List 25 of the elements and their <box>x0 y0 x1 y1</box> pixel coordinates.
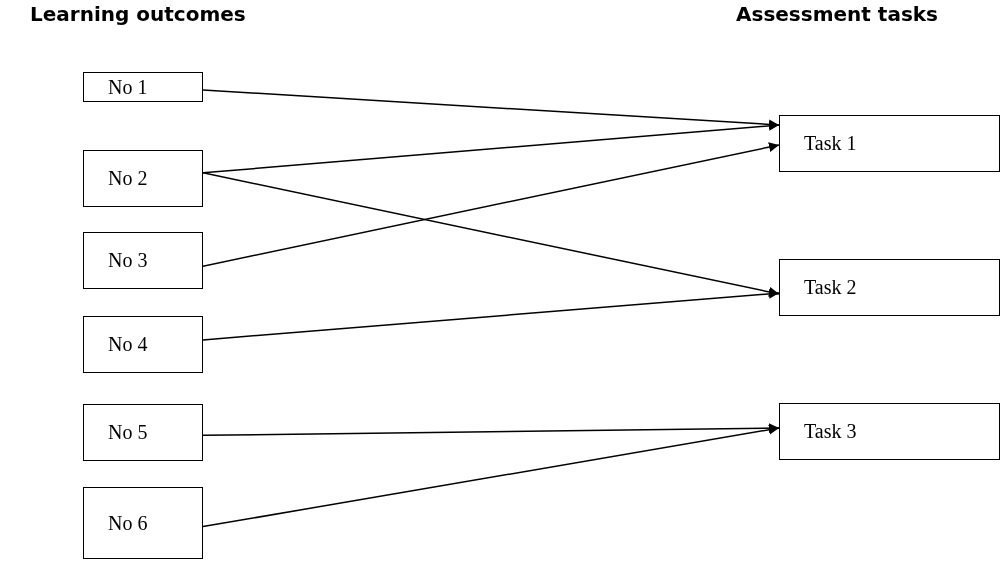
node-label: No 1 <box>108 75 148 99</box>
node-label: No 3 <box>108 249 148 272</box>
node-label: Task 1 <box>804 132 857 155</box>
node-label: No 2 <box>108 167 148 190</box>
node-label: Task 3 <box>804 420 857 443</box>
node-box <box>779 403 1000 460</box>
column-heading: Learning outcomes <box>30 2 246 26</box>
node-label: Task 2 <box>804 276 857 299</box>
node-box <box>83 487 203 559</box>
node-box <box>83 72 203 102</box>
node-box <box>779 115 1000 172</box>
arrow <box>202 288 780 341</box>
arrow <box>202 142 780 267</box>
node-box <box>83 404 203 461</box>
arrow <box>202 120 780 174</box>
arrow <box>202 424 780 528</box>
column-heading: Assessment tasks <box>736 2 938 26</box>
node-box <box>779 259 1000 316</box>
node-box <box>83 316 203 373</box>
node-label: No 6 <box>108 511 148 535</box>
node-label: No 5 <box>108 421 148 444</box>
node-box <box>83 150 203 207</box>
node-box <box>83 232 203 289</box>
node-label: No 4 <box>108 333 148 356</box>
arrow <box>202 172 780 297</box>
